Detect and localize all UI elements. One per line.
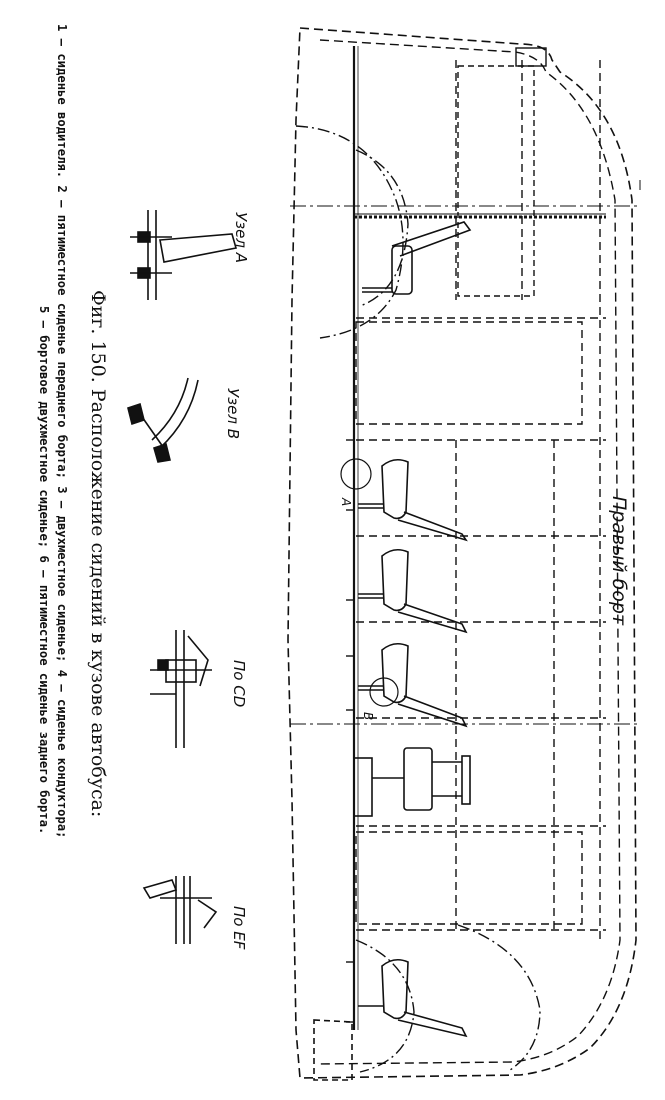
window-frames [356,60,606,940]
rear-wheel-arch [355,939,415,1073]
node-a-label: Узел А [232,212,250,263]
section-ef-label: По EF [230,906,248,950]
legend-line-1: 1 — сиденье водителя. 2 — пятиместное си… [55,24,69,838]
body-outline-inner [317,39,621,1065]
bus-body-plan [287,27,641,1079]
detail-node-b-drawing [127,377,199,463]
seat-conductor [353,747,471,817]
seat-double-1 [358,458,468,542]
marker-b-label: В [361,712,375,720]
floor-ticks [346,439,354,1023]
detail-section-cd-drawing [150,630,212,748]
marker-a-label: А [339,497,353,506]
axis-lines [290,180,641,725]
detail-markers [340,458,399,707]
section-cd-label: По CD [230,660,248,707]
front-wheel-arch [355,149,409,307]
door-front [355,321,583,425]
detail-section-ef-drawing [142,876,218,944]
figure-caption: Фиг. 150. Расположение сидений в кузове … [87,290,109,817]
detail-circle-b [369,677,399,707]
legend-line-2: 5 — бортовое двухместное сиденье; 6 — пя… [37,306,51,834]
node-b-label: Узел В [224,388,242,439]
detail-circle-a [340,458,372,490]
seat-double-2 [358,548,468,634]
body-outline [287,27,637,1079]
right-side-label: Правый борт [608,496,630,626]
seats [313,221,472,1081]
detail-node-a-drawing [130,210,238,300]
seat-driver [362,221,472,295]
door-rear [355,831,583,925]
seat-rear [358,958,468,1038]
